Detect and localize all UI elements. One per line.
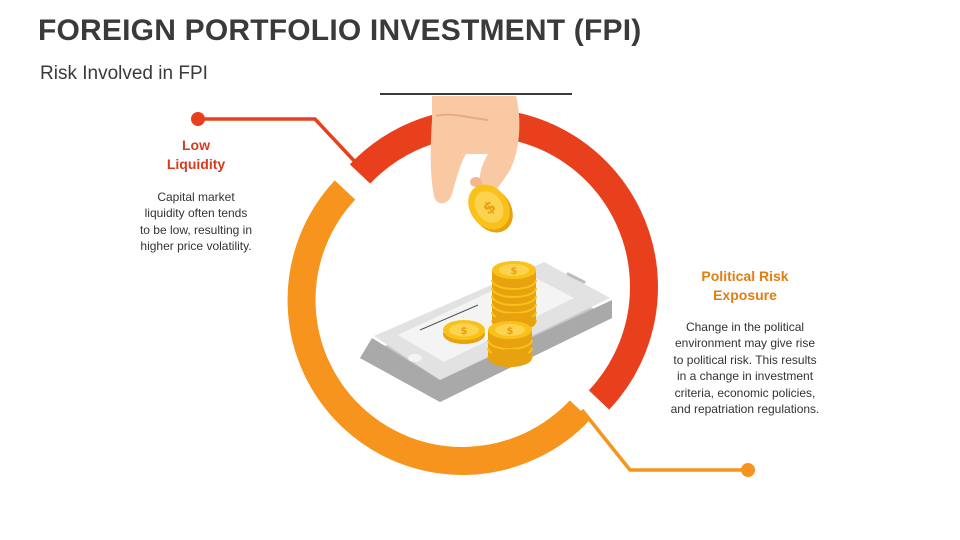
- political-risk-description: Change in the political environment may …: [655, 319, 835, 417]
- heading-line: Liquidity: [166, 156, 226, 172]
- low-liquidity-connector: [191, 112, 374, 182]
- svg-text:$: $: [511, 266, 518, 277]
- description-line: environment may give rise: [674, 336, 816, 351]
- description-line: to political risk. This results: [673, 352, 817, 367]
- coin-stack-front: $: [487, 321, 533, 367]
- description-line: and repatriation regulations.: [670, 402, 820, 417]
- smartphone-icon: [360, 262, 612, 402]
- low-liquidity-description: Capital market liquidity often tends to …: [116, 189, 276, 255]
- svg-text:$: $: [507, 326, 514, 337]
- slide-subtitle: Risk Involved in FPI: [40, 63, 208, 84]
- heading-line: Exposure: [713, 287, 777, 303]
- description-line: higher price volatility.: [140, 239, 252, 254]
- description-line: to be low, resulting in: [139, 222, 253, 237]
- svg-text:$: $: [461, 326, 468, 337]
- heading-line: Low: [182, 137, 210, 153]
- description-line: liquidity often tends: [144, 206, 248, 221]
- political-risk-connector: [580, 408, 755, 477]
- description-line: Change in the political: [685, 320, 805, 334]
- description-line: criteria, economic policies,: [674, 385, 816, 400]
- low-liquidity-heading: Low Liquidity: [126, 136, 266, 174]
- description-line: in a change in investment: [676, 369, 814, 384]
- dollar-coin-icon: $: [468, 184, 513, 233]
- ring-segment-red: [349, 108, 658, 410]
- political-risk-heading: Political Risk Exposure: [670, 267, 820, 305]
- slide-title: FOREIGN PORTFOLIO INVESTMENT (FPI): [38, 14, 642, 47]
- description-line: Capital market: [157, 190, 235, 204]
- ring-segment-orange: [287, 180, 591, 475]
- heading-line: Political Risk: [701, 268, 789, 284]
- hand-dropping-coin-icon: [380, 93, 572, 204]
- coin-stack-small: $: [443, 320, 485, 344]
- coin-stack-tall: $: [491, 261, 537, 331]
